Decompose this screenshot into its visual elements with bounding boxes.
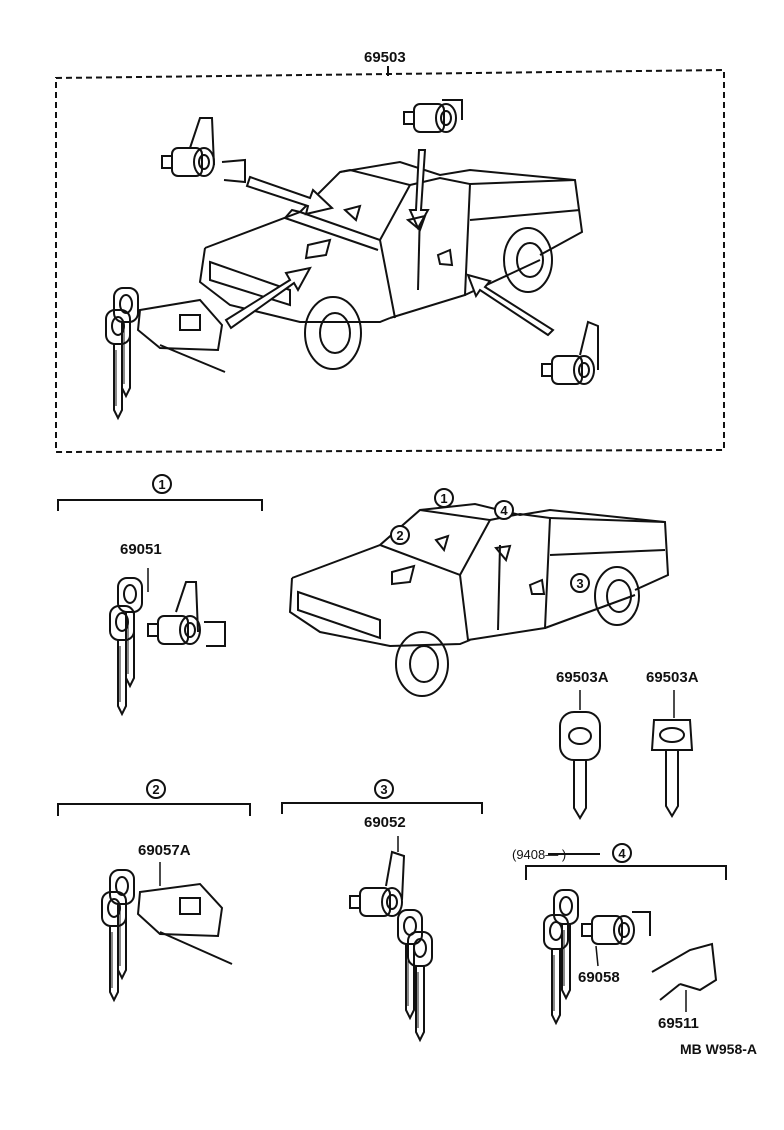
top-ignition-and-key [105, 287, 226, 419]
part-number-69052: 69052 [364, 814, 406, 831]
truck-callout-3: 3 [570, 573, 590, 593]
key-part-number-1: 69503A [556, 669, 609, 686]
truck-drawing-middle [288, 502, 670, 697]
group-4-number: 4 [612, 843, 632, 863]
key-69503A-2-drawing [650, 690, 694, 818]
part-69511-drawing [651, 942, 718, 1012]
truck-callout-1: 1 [434, 488, 454, 508]
group-2-number: 2 [146, 779, 166, 799]
part-number-69511: 69511 [658, 1015, 699, 1032]
top-lock-parts [161, 99, 599, 385]
part-69051-drawing [109, 568, 226, 715]
callout-arrows-top [224, 149, 555, 337]
key-part-number-2: 69503A [646, 669, 699, 686]
truck-callout-4: 4 [494, 500, 514, 520]
group-3-number: 3 [374, 779, 394, 799]
part-69058-drawing [543, 889, 651, 1024]
part-69057A-drawing [101, 862, 233, 1001]
part-number-69051: 69051 [120, 541, 162, 558]
group-4-date-note: (9408— ) [512, 847, 567, 862]
group-brackets [57, 499, 727, 880]
truck-drawing-top [198, 160, 584, 370]
part-69052-drawing [349, 836, 433, 1041]
footer-code: MB W958-A [680, 1041, 758, 1057]
assembly-part-number: 69503 [364, 49, 406, 66]
truck-callout-2: 2 [390, 525, 410, 545]
key-69503A-1-drawing [559, 690, 601, 820]
part-number-69057A: 69057A [138, 842, 191, 859]
assembly-frame [55, 66, 725, 454]
group-1-number: 1 [152, 474, 172, 494]
part-number-69058: 69058 [578, 969, 620, 986]
